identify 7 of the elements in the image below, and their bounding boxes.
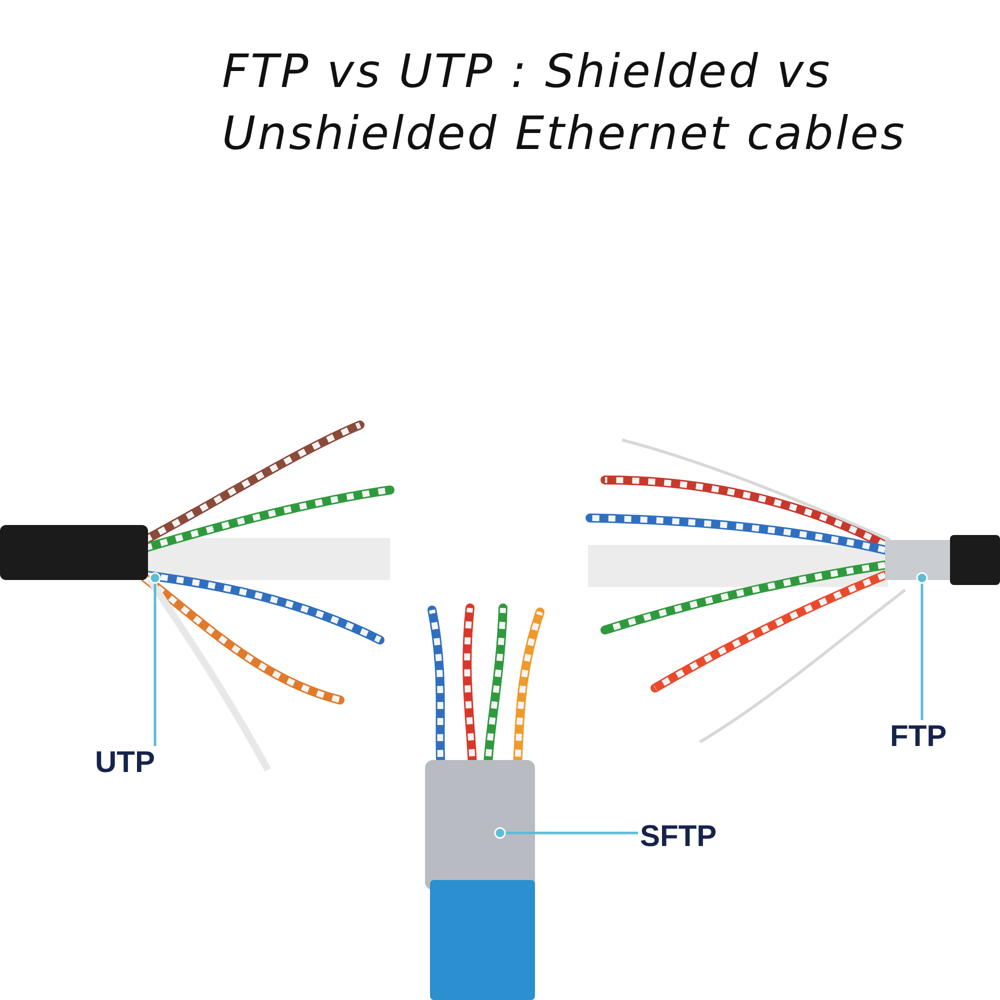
title: FTP vs UTP : Shielded vs Unshielded Ethernet cables: [222, 43, 908, 162]
callout-label: FTP: [890, 722, 947, 752]
leader-line: [149, 572, 161, 746]
callout-label: SFTP: [640, 822, 717, 852]
callout-label: UTP: [95, 748, 155, 778]
leader-line: [494, 827, 638, 839]
leader-line: [916, 572, 928, 720]
